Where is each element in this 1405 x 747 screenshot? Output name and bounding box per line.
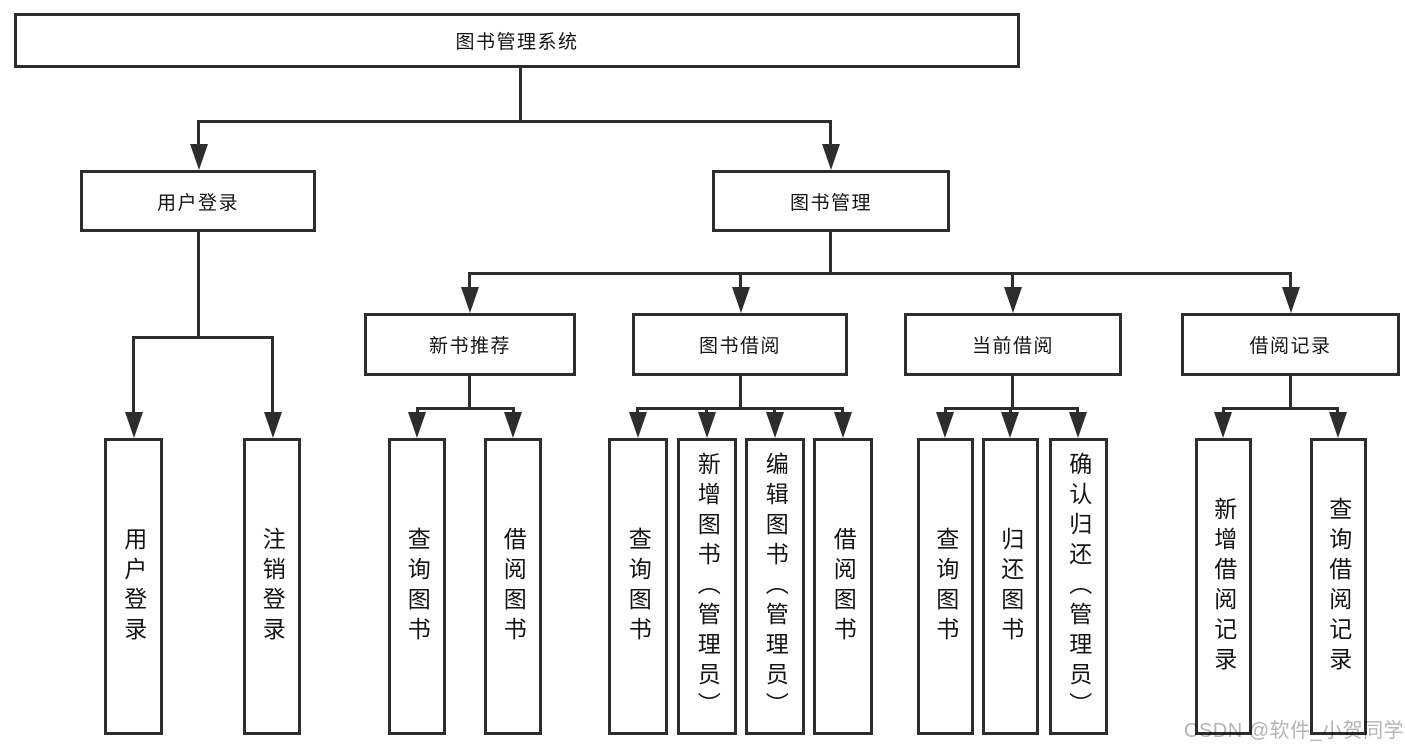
connector-line <box>197 120 200 146</box>
arrow-down-icon <box>766 412 784 438</box>
leaf-edit-book-admin-label: 编辑图书（管理员） <box>762 451 789 722</box>
connector-line <box>829 232 832 272</box>
connector-line <box>197 232 200 336</box>
arrow-down-icon <box>834 412 852 438</box>
leaf-query-borrow-record-label: 查询借阅记录 <box>1325 496 1352 677</box>
node-new-book-recommend: 新书推荐 <box>364 313 576 376</box>
connector-line <box>739 376 742 410</box>
arrow-down-icon <box>1214 412 1232 438</box>
leaf-borrow-books-borrowing: 借阅图书 <box>813 438 873 735</box>
leaf-query-books-borrowing-label: 查询图书 <box>625 526 652 647</box>
leaf-logout: 注销登录 <box>243 438 301 735</box>
connector-line <box>636 407 639 414</box>
arrow-down-icon <box>1329 412 1347 438</box>
connector-line <box>271 336 274 414</box>
connector-line <box>829 120 832 146</box>
connector-line <box>1222 407 1338 410</box>
node-book-borrowing-label: 图书借阅 <box>698 336 781 357</box>
arrow-down-icon <box>264 412 282 438</box>
connector-line <box>1076 407 1079 414</box>
leaf-borrow-books-recommend-label: 借阅图书 <box>500 526 527 647</box>
connector-line <box>132 336 135 414</box>
connector-line <box>1289 376 1292 410</box>
node-book-management: 图书管理 <box>712 170 950 232</box>
connector-line <box>1222 407 1225 414</box>
arrow-down-icon <box>125 412 143 438</box>
arrow-down-icon <box>822 144 840 170</box>
arrow-down-icon <box>698 412 716 438</box>
connector-line <box>468 376 471 410</box>
leaf-return-books-label: 归还图书 <box>997 526 1024 647</box>
connector-line <box>469 272 1292 275</box>
connector-line <box>416 407 419 414</box>
leaf-add-borrow-record: 新增借阅记录 <box>1195 438 1252 735</box>
leaf-query-borrow-record: 查询借阅记录 <box>1310 438 1367 735</box>
leaf-confirm-return-admin: 确认归还（管理员） <box>1049 438 1108 735</box>
node-borrowing-records-label: 借阅记录 <box>1249 336 1332 357</box>
connector-line <box>197 120 832 123</box>
connector-line <box>773 407 776 414</box>
arrow-down-icon <box>408 412 426 438</box>
leaf-query-books-current: 查询图书 <box>917 438 974 735</box>
node-book-borrowing: 图书借阅 <box>632 313 848 376</box>
leaf-logout-label: 注销登录 <box>259 526 286 647</box>
leaf-query-books-borrowing: 查询图书 <box>608 438 668 735</box>
leaf-query-books-recommend: 查询图书 <box>388 438 446 735</box>
leaf-add-borrow-record-label: 新增借阅记录 <box>1210 496 1237 677</box>
leaf-edit-book-admin: 编辑图书（管理员） <box>745 438 805 735</box>
connector-line <box>512 407 515 414</box>
connector-line <box>1336 407 1339 414</box>
arrow-down-icon <box>190 144 208 170</box>
node-current-borrowing-label: 当前借阅 <box>971 336 1054 357</box>
connector-line <box>636 407 844 410</box>
arrow-down-icon <box>936 412 954 438</box>
arrow-down-icon <box>1004 287 1022 313</box>
leaf-borrow-books-recommend: 借阅图书 <box>484 438 542 735</box>
leaf-add-book-admin-label: 新增图书（管理员） <box>694 451 721 722</box>
arrow-down-icon <box>1001 412 1019 438</box>
connector-line <box>519 68 522 120</box>
connector-line <box>841 407 844 414</box>
connector-line <box>1009 407 1012 414</box>
connector-line <box>739 272 742 289</box>
leaf-return-books: 归还图书 <box>982 438 1039 735</box>
node-borrowing-records: 借阅记录 <box>1181 313 1400 376</box>
leaf-query-books-current-label: 查询图书 <box>932 526 959 647</box>
node-library-system-label: 图书管理系统 <box>455 32 579 53</box>
leaf-borrow-books-borrowing-label: 借阅图书 <box>830 526 857 647</box>
connector-line <box>132 336 274 339</box>
arrow-down-icon <box>732 287 750 313</box>
connector-line <box>416 407 515 410</box>
node-current-borrowing: 当前借阅 <box>904 313 1122 376</box>
connector-line <box>1289 272 1292 289</box>
node-book-management-label: 图书管理 <box>789 192 872 214</box>
leaf-user-login-label: 用户登录 <box>120 526 147 647</box>
leaf-add-book-admin: 新增图书（管理员） <box>677 438 737 735</box>
arrow-down-icon <box>461 287 479 313</box>
csdn-watermark: CSDN @软件_小贺同学 <box>1184 720 1405 742</box>
connector-line <box>1011 272 1014 289</box>
arrow-down-icon <box>629 412 647 438</box>
leaf-confirm-return-admin-label: 确认归还（管理员） <box>1065 451 1092 722</box>
arrow-down-icon <box>504 412 522 438</box>
node-library-system: 图书管理系统 <box>14 13 1020 68</box>
connector-line <box>705 407 708 414</box>
connector-line <box>1011 376 1014 410</box>
arrow-down-icon <box>1069 412 1087 438</box>
leaf-user-login: 用户登录 <box>104 438 163 735</box>
node-user-login-label: 用户登录 <box>156 192 239 214</box>
node-new-book-recommend-label: 新书推荐 <box>428 336 511 357</box>
leaf-query-books-recommend-label: 查询图书 <box>404 526 431 647</box>
node-user-login: 用户登录 <box>80 170 316 232</box>
arrow-down-icon <box>1282 287 1300 313</box>
connector-line <box>468 272 471 289</box>
connector-line <box>944 407 947 414</box>
